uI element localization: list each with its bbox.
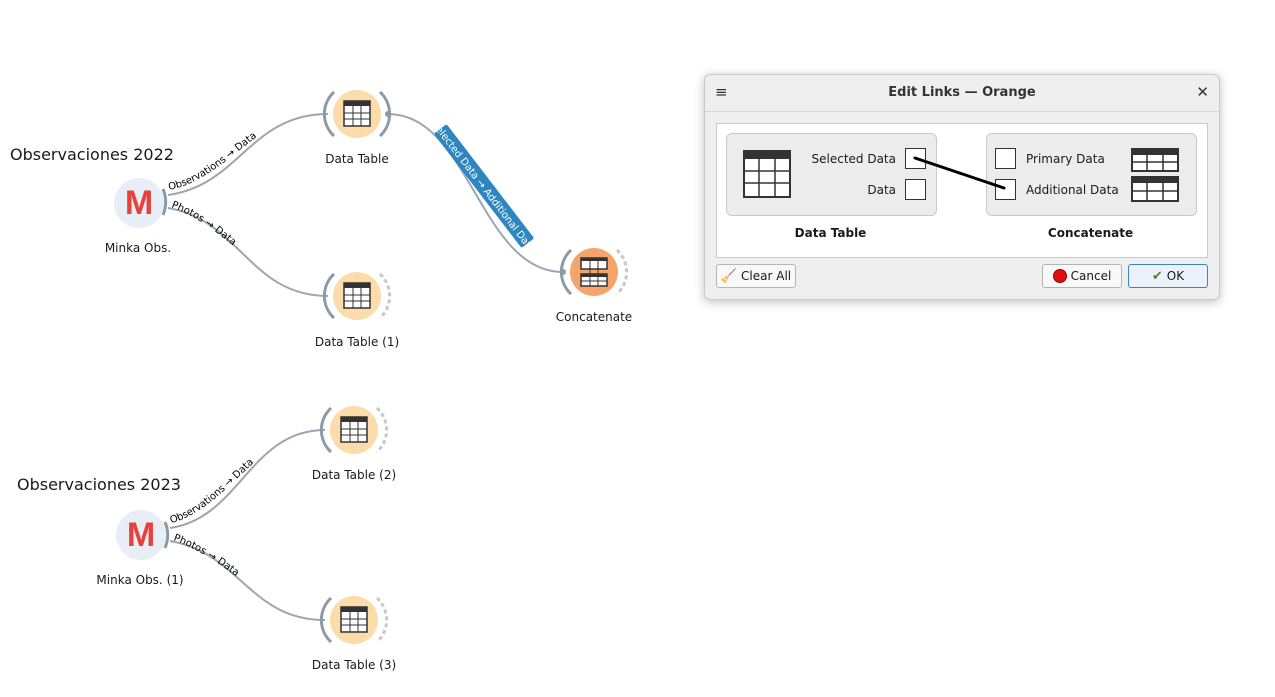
clear-all-button[interactable]: 🧹 Clear All (716, 264, 796, 288)
link-observations-data-1[interactable] (167, 113, 329, 196)
cancel-label: Cancel (1070, 269, 1112, 283)
node-label-data-table-2[interactable]: Data Table (2) (311, 468, 397, 482)
node-concatenate[interactable] (559, 248, 629, 296)
table-icon (743, 150, 791, 198)
ok-button[interactable]: ✔ OK (1128, 264, 1208, 288)
edit-links-dialog: ≡ Edit Links — Orange ✕ Selected Data Da… (704, 74, 1220, 300)
output-label-data: Data (867, 183, 896, 197)
node-minka-obs[interactable]: M (114, 178, 168, 228)
workflow-canvas[interactable]: Observations → Data Photos → Data Select… (0, 0, 700, 697)
input-anchor-primary-data[interactable] (995, 148, 1016, 169)
source-widget-name: Data Table (794, 226, 867, 240)
node-label-minka-obs[interactable]: Minka Obs. (104, 241, 172, 255)
link-selected-additional[interactable] (387, 113, 564, 273)
node-label-data-table[interactable]: Data Table (325, 152, 389, 166)
concatenate-icon (580, 257, 608, 287)
cancel-button[interactable]: Cancel (1042, 264, 1122, 288)
node-data-table-2[interactable] (319, 406, 389, 454)
table-icon (340, 416, 368, 443)
node-data-table[interactable] (322, 90, 392, 138)
clear-all-label: Clear All (741, 269, 792, 283)
node-data-table-1[interactable] (322, 272, 392, 320)
concatenate-icon (1131, 148, 1179, 202)
node-label-minka-obs-1[interactable]: Minka Obs. (1) (96, 573, 184, 587)
input-label-additional-data: Additional Data (1026, 183, 1119, 197)
sink-widget-name: Concatenate (1047, 226, 1134, 240)
link-label: Photos → Data (172, 533, 241, 579)
channel-link-line[interactable] (717, 124, 1207, 257)
links-editor-area: Selected Data Data Data Table Primary Da… (716, 123, 1208, 258)
selected-link-label-badge[interactable]: Selected Data → Additional Data (428, 117, 540, 256)
node-label-data-table-1[interactable]: Data Table (1) (314, 335, 400, 349)
checkmark-icon: ✔ (1151, 268, 1163, 284)
node-minka-obs-1[interactable]: M (116, 510, 170, 560)
dialog-titlebar[interactable]: ≡ Edit Links — Orange ✕ (705, 75, 1219, 112)
output-label-selected-data: Selected Data (811, 152, 897, 166)
broom-icon: 🧹 (720, 268, 738, 284)
cancel-icon (1052, 269, 1067, 283)
link-label: Selected Data → Additional Data (429, 119, 537, 255)
annotation-observaciones-2022[interactable]: Observaciones 2022 (10, 145, 174, 164)
link-photos-data-2[interactable] (169, 540, 326, 621)
ok-label: OK (1166, 269, 1185, 283)
node-label-concatenate[interactable]: Concatenate (555, 310, 633, 324)
close-icon[interactable]: ✕ (1196, 83, 1209, 101)
minka-logo-icon: M (127, 516, 155, 554)
input-anchor-additional-data[interactable] (995, 179, 1016, 200)
table-icon (340, 606, 368, 633)
minka-logo-icon: M (125, 184, 153, 222)
output-anchor-data[interactable] (905, 179, 926, 200)
input-label-primary-data: Primary Data (1026, 152, 1105, 166)
dialog-title: Edit Links — Orange (888, 85, 1036, 100)
sink-widget-box: Primary Data Additional Data (986, 133, 1197, 216)
source-widget-box: Selected Data Data (726, 133, 937, 216)
annotation-observaciones-2023[interactable]: Observaciones 2023 (17, 475, 181, 494)
table-icon (343, 100, 371, 127)
node-label-data-table-3[interactable]: Data Table (3) (311, 658, 397, 672)
link-label: Observations → Data (167, 130, 259, 193)
link-label: Observations → Data (169, 457, 256, 526)
menu-icon[interactable]: ≡ (715, 83, 728, 101)
link-photos-data-1[interactable] (167, 207, 329, 297)
table-icon (343, 282, 371, 309)
link-observations-data-2[interactable] (169, 429, 326, 529)
node-data-table-3[interactable] (319, 596, 389, 644)
